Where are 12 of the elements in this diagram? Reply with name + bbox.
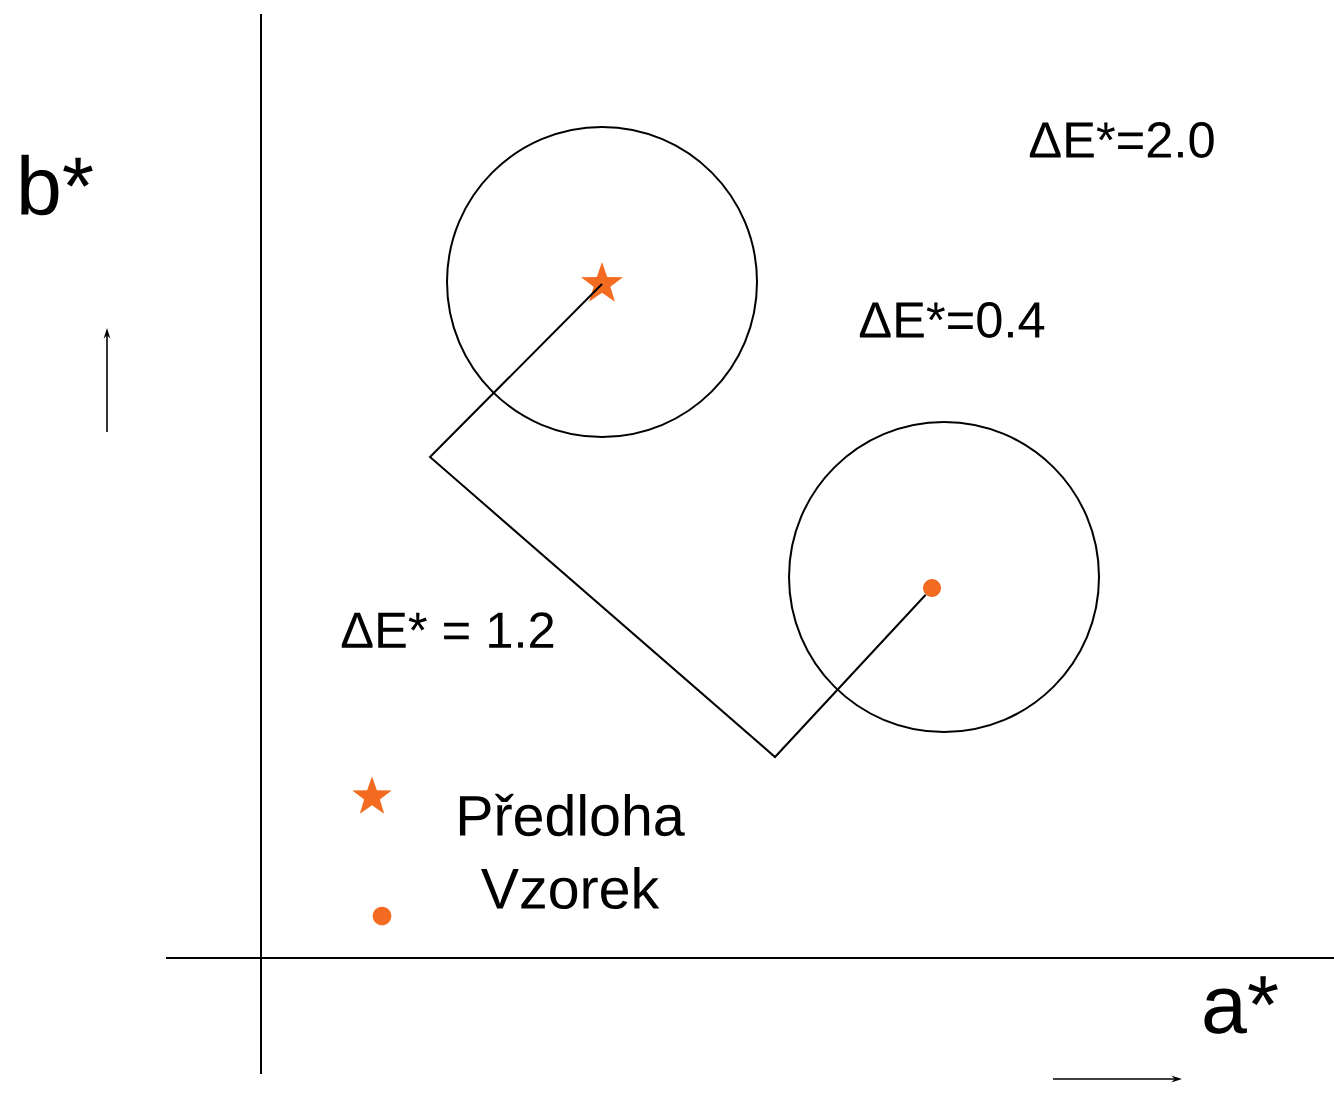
tolerance-label: ΔE*=0.4 [859, 302, 1045, 338]
legend-label: Předloha [459, 793, 685, 837]
axis-label: b* [21, 154, 93, 216]
tolerance-circle [446, 126, 758, 438]
legend-label: Vzorek [481, 866, 660, 910]
tolerance-label: ΔE*=2.0 [1029, 122, 1214, 158]
tolerance-circle [788, 421, 1100, 733]
sample-dot [923, 579, 941, 597]
star-marker [581, 262, 623, 302]
connector-line [428, 283, 927, 759]
edge-label: ΔE* = 1.2 [341, 612, 554, 648]
axis-label: a* [1204, 976, 1278, 1034]
